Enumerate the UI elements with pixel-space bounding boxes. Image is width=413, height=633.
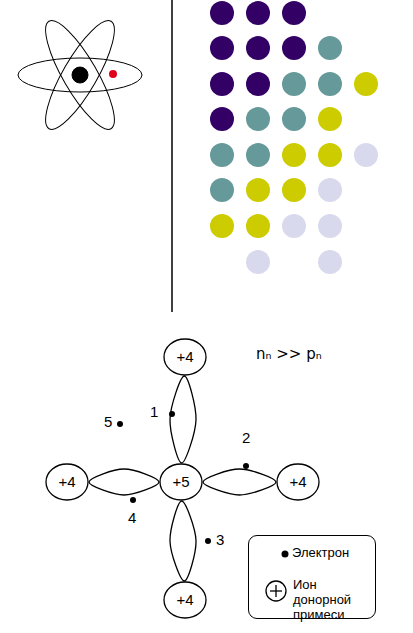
bond-connector (89, 469, 159, 495)
bond-connector (170, 376, 196, 463)
callout-number: 5 (104, 414, 112, 431)
charge-label: +4 (176, 592, 193, 609)
grid-dot (210, 143, 234, 167)
atom-core: +5 (159, 463, 203, 501)
grid-dot (246, 36, 270, 60)
grid-dot (318, 143, 342, 167)
grid-dot (318, 36, 342, 60)
bond-connector (203, 469, 276, 495)
charge-label: +4 (176, 349, 193, 366)
atom-core: +4 (45, 463, 89, 501)
grid-dot (282, 143, 306, 167)
grid-dot (282, 36, 306, 60)
electron-sample (282, 551, 289, 558)
legend-text: Электрон (292, 546, 372, 561)
charge-label: +5 (172, 474, 189, 491)
grid-dot (282, 107, 306, 131)
grid-dot (318, 72, 342, 96)
grid-dot (246, 214, 270, 238)
atom-core: +4 (276, 463, 320, 501)
grid-dot (246, 1, 270, 25)
divider-line (171, 0, 173, 312)
bond-connector (170, 501, 196, 581)
legend-text: Ион донорной примеси (293, 578, 373, 623)
grid-dot (282, 178, 306, 202)
legend-box: ЭлектронИон донорной примеси (248, 535, 376, 619)
grid-dot (354, 143, 378, 167)
callout-number: 1 (150, 404, 158, 421)
grid-dot (318, 250, 342, 274)
grid-dot (210, 178, 234, 202)
atom-icon (18, 13, 142, 137)
ion-sample (266, 581, 286, 601)
grid-dot (246, 107, 270, 131)
callout-number: 4 (128, 510, 136, 527)
callout-number: 3 (216, 532, 224, 549)
grid-dot (246, 143, 270, 167)
grid-dot (210, 1, 234, 25)
grid-dot (318, 178, 342, 202)
concentration-note: nₙ >> pₙ (256, 346, 322, 363)
charge-label: +4 (58, 474, 75, 491)
grid-dot (318, 107, 342, 131)
charge-label: +4 (289, 474, 306, 491)
grid-dot (282, 1, 306, 25)
atom-core: +4 (163, 581, 207, 619)
grid-dot (246, 250, 270, 274)
grid-dot (210, 107, 234, 131)
grid-dot (210, 214, 234, 238)
grid-dot (246, 178, 270, 202)
callout-number: 2 (242, 430, 250, 447)
grid-dot (282, 214, 306, 238)
grid-dot (318, 214, 342, 238)
grid-dot (354, 72, 378, 96)
grid-dot (210, 72, 234, 96)
electron-dots (117, 411, 249, 544)
dot-grid (210, 1, 378, 274)
grid-dot (210, 36, 234, 60)
atom-core: +4 (163, 338, 207, 376)
grid-dot (246, 72, 270, 96)
grid-dot (282, 72, 306, 96)
